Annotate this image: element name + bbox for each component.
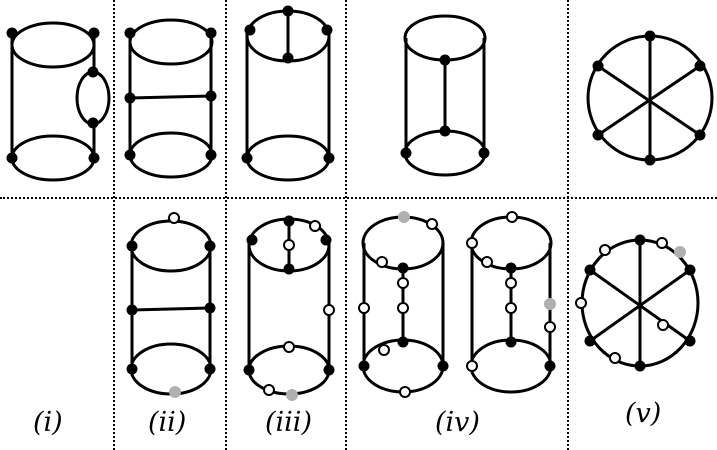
label-i: (i) bbox=[33, 407, 63, 438]
row-divider bbox=[0, 197, 717, 199]
column-divider-3 bbox=[345, 0, 347, 450]
label-v: (v) bbox=[625, 398, 662, 429]
column-divider-4 bbox=[567, 0, 569, 450]
label-iv: (iv) bbox=[435, 407, 480, 438]
graph-iv-bottom-left bbox=[358, 211, 449, 398]
graph-v-top bbox=[586, 30, 714, 166]
column-divider-2 bbox=[225, 0, 227, 450]
graph-i-top bbox=[6, 21, 111, 182]
label-iii: (iii) bbox=[265, 407, 312, 438]
graph-ii-top bbox=[124, 18, 217, 179]
graph-iii-top bbox=[241, 5, 335, 182]
graph-iv-bottom-right bbox=[466, 211, 556, 394]
graph-ii-bottom bbox=[126, 212, 216, 398]
graph-iii-bottom bbox=[243, 215, 335, 401]
graph-v-bottom bbox=[575, 234, 700, 372]
column-divider-1 bbox=[113, 0, 115, 450]
graph-iv-top bbox=[400, 14, 490, 177]
label-ii: (ii) bbox=[148, 407, 187, 438]
